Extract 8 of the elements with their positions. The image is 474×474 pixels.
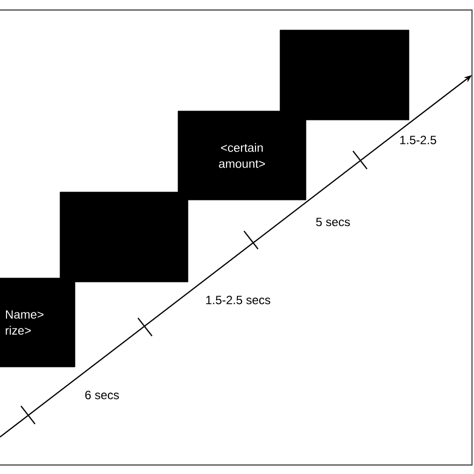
stimulus-screen: Name> rize> [0,278,76,368]
stimulus-screen: <certain amount> [178,110,306,200]
blank-screen [280,30,410,120]
duration-label: 6 secs [85,390,119,400]
blank-screen [60,192,188,282]
duration-label: 1.5-2.5 [400,136,436,144]
duration-label: 5 secs [316,218,350,226]
duration-label: 1.5-2.5 secs [206,296,270,304]
